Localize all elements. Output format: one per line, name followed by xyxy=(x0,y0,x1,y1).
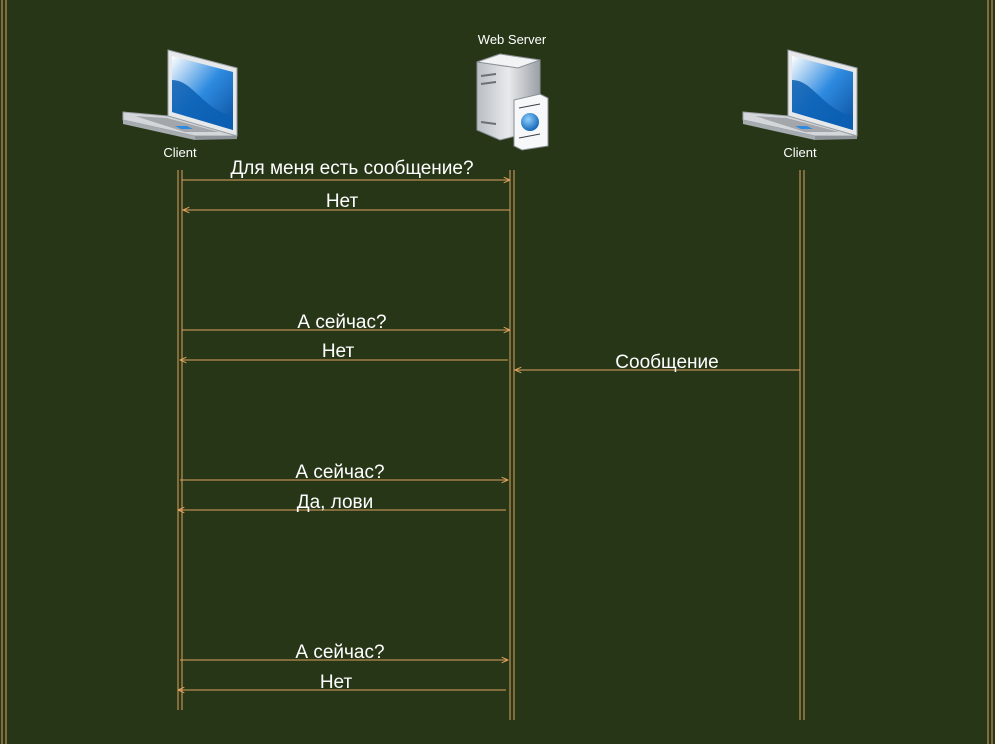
message-label: Нет xyxy=(320,672,353,693)
message-label: Да, лови xyxy=(297,492,374,513)
lifeline-client-left xyxy=(177,170,183,710)
server-icon xyxy=(476,53,549,151)
lifeline-client-right xyxy=(799,170,805,720)
message-4: Нет xyxy=(180,341,508,362)
message-6: А сейчас? xyxy=(180,462,508,483)
client-right-label: Client xyxy=(783,145,817,160)
client-right-node: Client xyxy=(742,49,858,160)
message-label: А сейчас? xyxy=(297,312,386,333)
message-label: Нет xyxy=(326,191,359,212)
message-3: А сейчас? xyxy=(182,312,510,333)
laptop-icon xyxy=(742,49,858,141)
client-left-node: Client xyxy=(122,49,238,160)
laptop-icon xyxy=(122,49,238,141)
client-left-label: Client xyxy=(163,145,197,160)
message-5: Сообщение xyxy=(515,352,800,373)
message-7: Да, лови xyxy=(178,492,506,513)
message-1: Для меня есть сообщение? xyxy=(182,158,510,180)
server-label: Web Server xyxy=(478,32,547,47)
message-8: А сейчас? xyxy=(180,642,508,663)
message-label: А сейчас? xyxy=(295,462,384,483)
message-label: Для меня есть сообщение? xyxy=(230,158,473,179)
message-2: Нет xyxy=(183,191,510,212)
lifeline-server xyxy=(509,170,515,720)
message-label: Нет xyxy=(322,341,355,362)
message-label: А сейчас? xyxy=(295,642,384,663)
message-9: Нет xyxy=(178,672,506,693)
message-label: Сообщение xyxy=(615,352,718,373)
server-node: Web Server xyxy=(476,32,549,151)
